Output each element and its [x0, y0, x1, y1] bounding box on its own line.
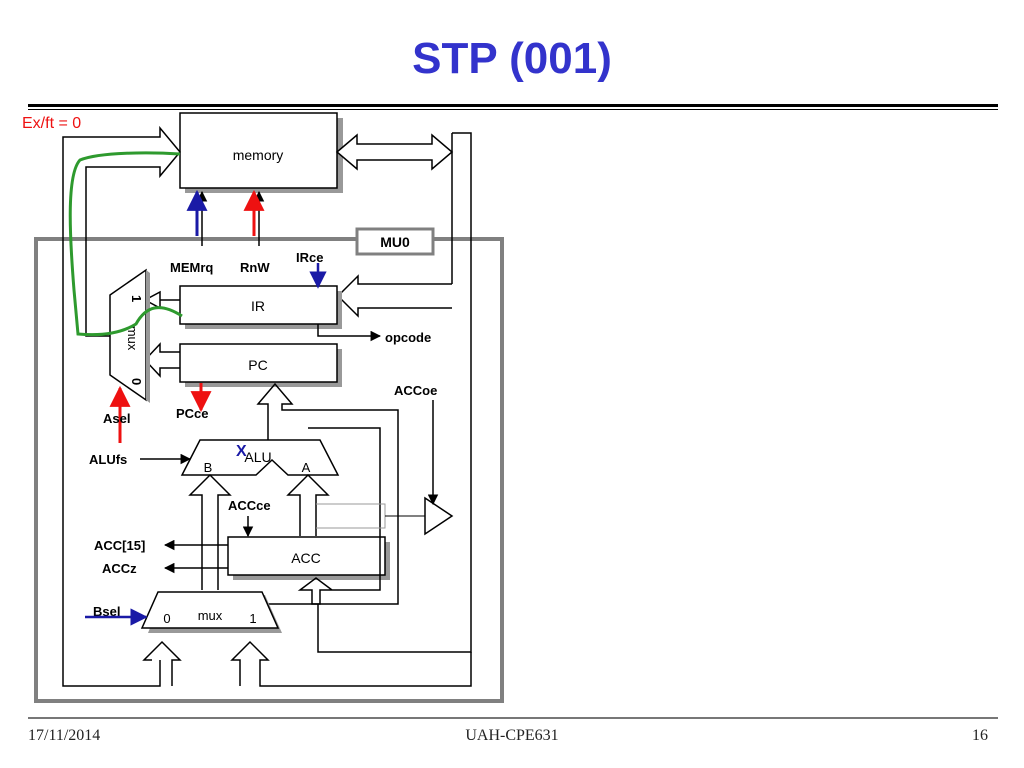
- footer-rule: [28, 717, 998, 719]
- active-path-highlight: [68, 151, 183, 337]
- ir-register: [179, 285, 338, 325]
- mu0-label: MU0: [380, 234, 410, 250]
- opcode-label: opcode: [385, 330, 431, 345]
- acc-to-tristate: [316, 503, 386, 529]
- asel-label: Asel: [103, 411, 130, 426]
- bmux-label: mux: [198, 608, 223, 623]
- alu-b-input-arrow: [188, 473, 232, 590]
- amux-in1: 1: [129, 295, 144, 302]
- bmux-in1: 1: [249, 611, 256, 626]
- alu-marker: X: [236, 443, 247, 460]
- rnw-label: RnW: [240, 260, 270, 275]
- bmux-in0: 0: [163, 611, 170, 626]
- memory-label: memory: [233, 147, 284, 163]
- alu: [180, 439, 340, 476]
- memrq-label: MEMrq: [170, 260, 213, 275]
- title-rule-thick: [28, 104, 998, 107]
- pc-label: PC: [248, 357, 267, 373]
- acc-label: ACC: [291, 550, 321, 566]
- ir-to-mux-arrow: [143, 290, 180, 310]
- amux-label: mux: [125, 326, 140, 351]
- bsel-label: Bsel: [93, 604, 120, 619]
- pc-to-mux-arrow: [143, 342, 180, 378]
- opcode-line: [317, 324, 382, 342]
- alu-b-label: B: [204, 460, 213, 475]
- pcce-label: PCce: [176, 406, 209, 421]
- ir-label: IR: [251, 298, 265, 314]
- acc-register: [227, 536, 386, 576]
- footer-page-number: 16: [972, 727, 988, 744]
- alu-to-acc-arrow: [297, 427, 381, 605]
- footer-date: 17/11/2014: [28, 727, 101, 744]
- tristate-buffer: [424, 496, 454, 536]
- amux-in0: 0: [129, 378, 144, 385]
- footer-course: UAH-CPE631: [465, 727, 559, 744]
- alu-to-pc-arrow: [250, 382, 399, 605]
- title-rule-thin: [28, 109, 998, 110]
- accz-label: ACCz: [102, 561, 137, 576]
- mu0-frame: [34, 237, 504, 703]
- irce-label: IRce: [296, 250, 323, 265]
- accoe-label: ACCoe: [394, 383, 437, 398]
- address-bus: [62, 125, 181, 687]
- acc15-label: ACC[15]: [94, 538, 145, 553]
- accce-label: ACCce: [228, 498, 271, 513]
- memory-data-bus-arrow: [335, 133, 454, 171]
- alu-a-input-arrow: [286, 473, 330, 536]
- ir-input-arrow: [336, 274, 452, 318]
- alufs-label: ALUfs: [89, 452, 127, 467]
- pc-register: [179, 343, 338, 383]
- mu0-label-box: [355, 227, 435, 256]
- alu-a-label: A: [302, 460, 311, 475]
- bmux-in1-arrow: [230, 640, 472, 687]
- alu-label: ALU: [244, 449, 271, 465]
- memory-block: [179, 112, 338, 189]
- slide-title: STP (001): [412, 34, 612, 83]
- bmux-in0-arrow: [142, 640, 182, 686]
- exft-label: Ex/ft = 0: [22, 115, 81, 132]
